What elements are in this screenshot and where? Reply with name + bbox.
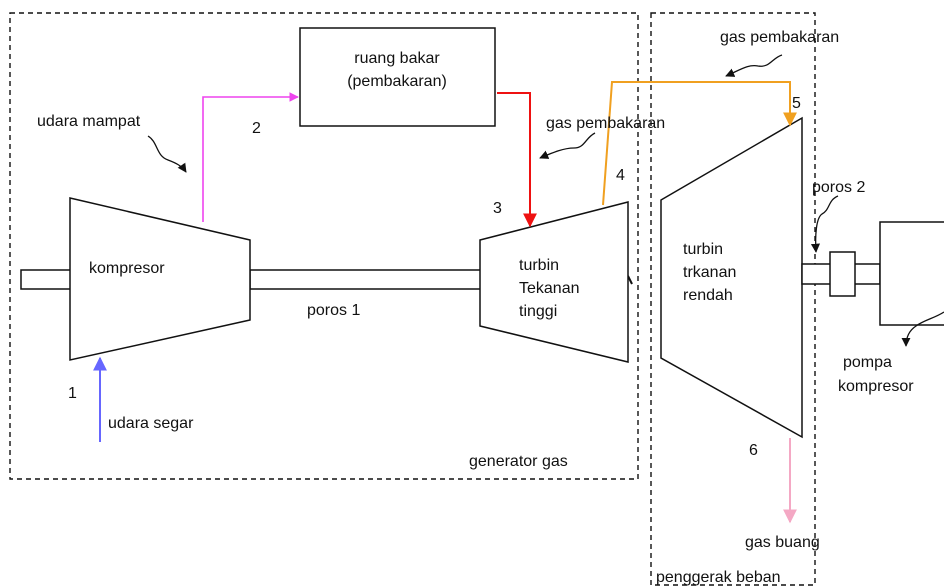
kompresor [69, 197, 251, 361]
label-turbin-rendah-2: trkanan [683, 264, 736, 281]
generator-gas-region [9, 12, 639, 480]
label-pompa-1: pompa [843, 354, 892, 371]
label-gas-buang: gas buang [745, 534, 820, 551]
pointer-gas-pembakaran-mid [539, 132, 596, 159]
label-turbin-tinggi-2: Tekanan [519, 280, 580, 297]
label-poros-2: poros 2 [812, 179, 865, 196]
udara-mampat-flow [202, 92, 299, 222]
label-gas-pembakaran-top: gas pembakaran [720, 29, 839, 46]
ruang-bakar [299, 27, 496, 127]
label-gas-pembakaran-mid: gas pembakaran [546, 115, 665, 132]
station-5: 5 [792, 95, 801, 112]
label-pompa-2: kompresor [838, 378, 914, 395]
penggerak-beban-region [650, 12, 816, 586]
shaft-poros-1 [249, 269, 482, 290]
shaft-left-stub [20, 269, 72, 290]
label-udara-segar: udara segar [108, 415, 194, 432]
pompa-kompresor [879, 221, 944, 326]
label-udara-mampat: udara mampat [37, 113, 141, 130]
label-turbin-tinggi-3: tinggi [519, 303, 557, 320]
label-poros-1: poros 1 [307, 302, 360, 319]
label-kompresor: kompresor [89, 260, 165, 277]
station-2: 2 [252, 120, 261, 137]
station-6: 6 [749, 442, 758, 459]
label-turbin-tinggi-1: turbin [519, 257, 559, 274]
gas-pembakaran-flow [497, 92, 537, 228]
label-turbin-rendah-3: rendah [683, 287, 733, 304]
turbin-tekanan-tinggi [479, 201, 629, 363]
shaft-coupling [829, 251, 856, 297]
pointer-poros-2 [810, 195, 839, 253]
gas-turbin-flow [602, 81, 797, 206]
pointer-pompa [901, 311, 944, 347]
pointer-gas-pembakaran-top [725, 54, 783, 77]
label-generator-gas: generator gas [469, 453, 568, 470]
pointer-udara-mampat [147, 135, 187, 173]
station-3: 3 [493, 200, 502, 217]
station-4: 4 [616, 167, 625, 184]
label-penggerak-beban: penggerak beban [656, 569, 781, 586]
label-ruang-bakar-2: (pembakaran) [347, 73, 447, 90]
label-turbin-rendah-1: turbin [683, 241, 723, 258]
turbin-tekanan-rendah [660, 116, 803, 439]
station-1: 1 [68, 385, 77, 402]
label-ruang-bakar-1: ruang bakar [354, 50, 440, 67]
